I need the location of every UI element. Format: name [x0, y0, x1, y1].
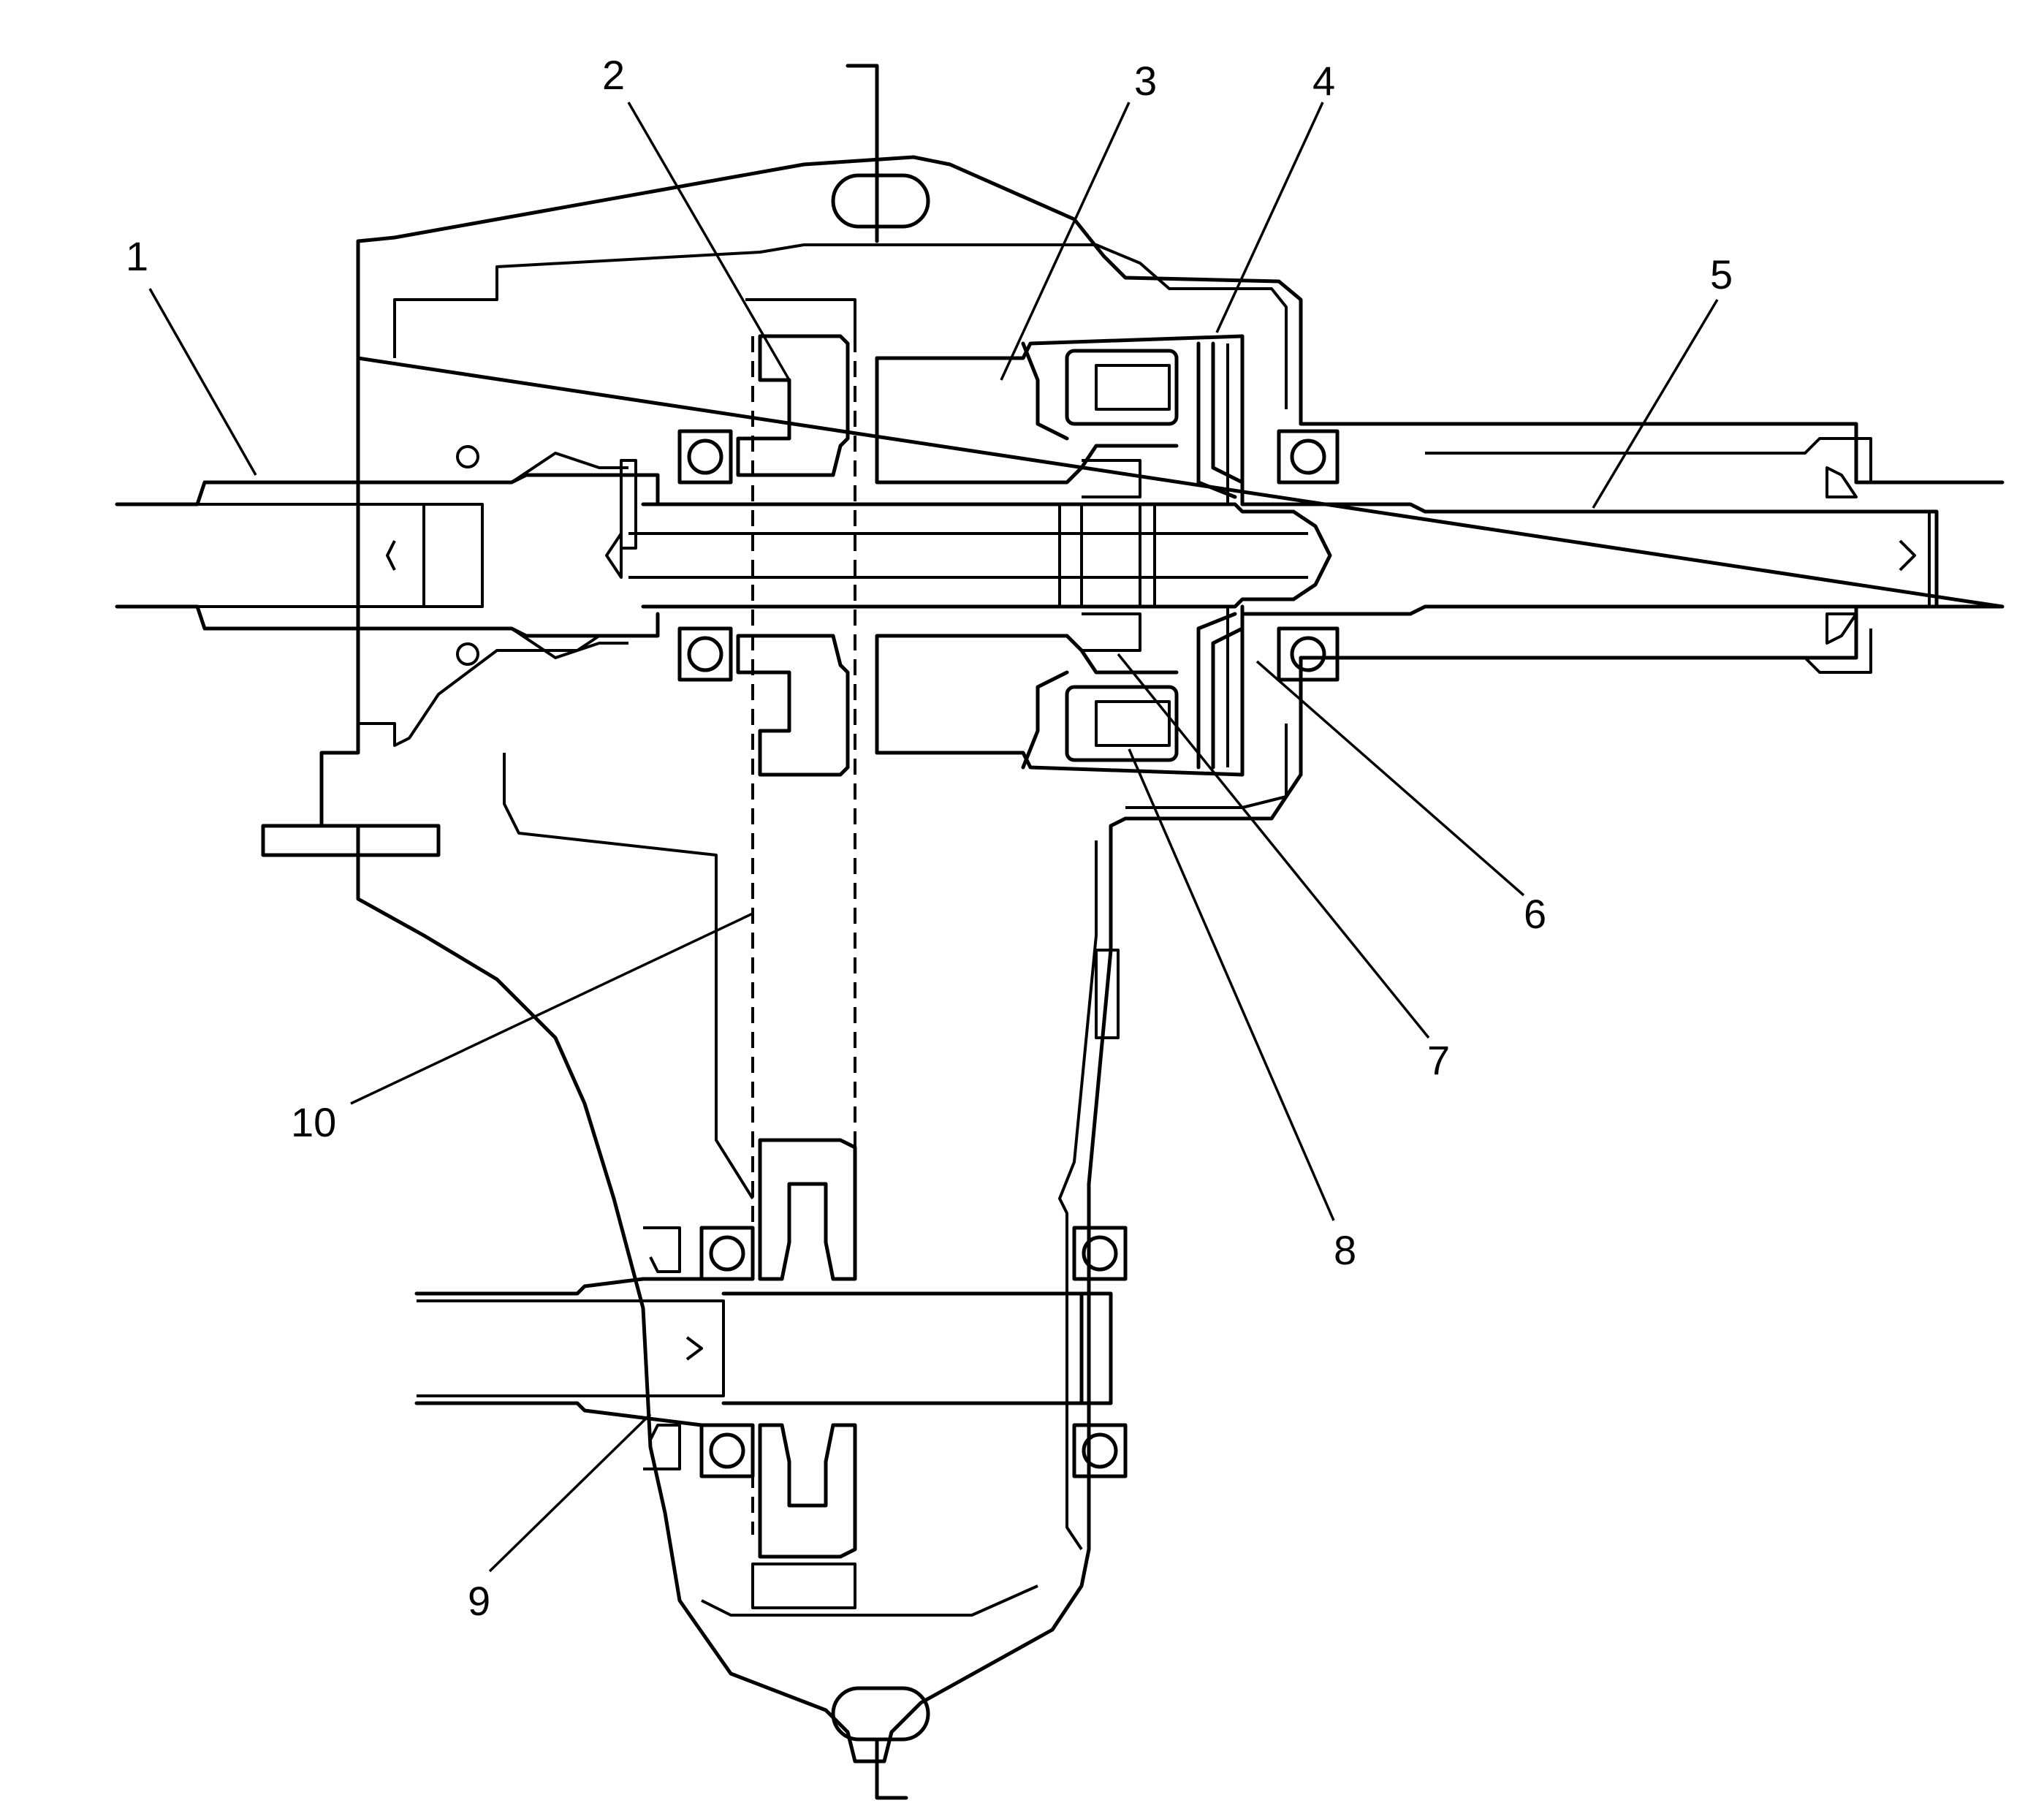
bearings: [677, 429, 1340, 1478]
callout-labels: 1 2 3 4 5 6 7 8 9 10: [126, 52, 1733, 1624]
front-output-shaft: [414, 949, 1120, 1609]
callout-5: 5: [1710, 251, 1733, 297]
callout-3: 3: [1134, 58, 1157, 104]
callout-6: 6: [1524, 891, 1546, 937]
callout-9: 9: [468, 1578, 490, 1624]
drive-sprocket: [736, 298, 856, 777]
callout-4: 4: [1312, 58, 1335, 104]
callout-8: 8: [1334, 1227, 1356, 1273]
callout-7: 7: [1427, 1037, 1450, 1083]
callout-leaders: [148, 102, 1719, 1573]
input-shaft: [115, 445, 660, 666]
callout-2: 2: [602, 52, 625, 98]
planetary-assembly: [875, 334, 1245, 777]
mainshaft: [605, 459, 1332, 609]
callout-10: 10: [291, 1099, 336, 1145]
drive-chain: [751, 336, 856, 1535]
callout-1: 1: [126, 233, 148, 279]
housing-outline: [261, 64, 2005, 1800]
rear-output-shaft: [1240, 437, 1939, 674]
